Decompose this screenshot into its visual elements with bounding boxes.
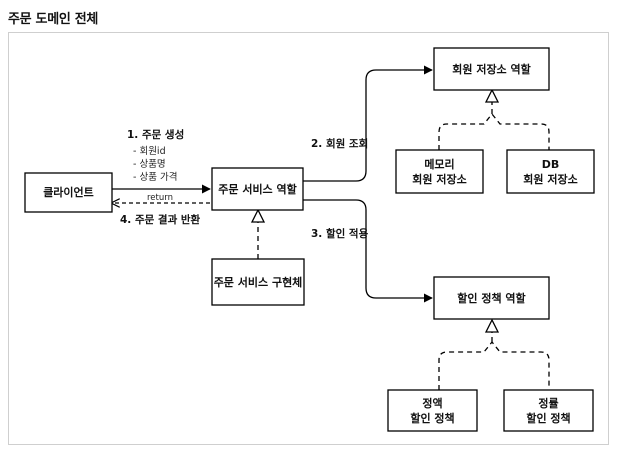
edge-realize-discount [438, 340, 550, 390]
edge-create-order-label: 1. 주문 생성 [127, 128, 184, 141]
node-order-service-impl-label: 주문 서비스 구현체 [214, 275, 303, 289]
node-memory-repo-line1: 메모리 [424, 157, 454, 171]
node-db-member-repository: DB 회원 저장소 [506, 149, 595, 194]
realization-arrow-order-service [250, 208, 266, 223]
edge-apply-discount-label: 3. 할인 적용 [311, 227, 369, 240]
node-memory-member-repository: 메모리 회원 저장소 [395, 149, 484, 194]
realization-arrow-discount [484, 318, 500, 333]
node-memory-repo-line2: 회원 저장소 [412, 172, 466, 186]
node-member-repository-role: 회원 저장소 역할 [433, 47, 550, 91]
edge-param-item-price: - 상품 가격 [133, 171, 177, 183]
edge-lookup-member [303, 65, 433, 182]
node-rate-discount-policy: 정률 할인 정책 [503, 389, 594, 432]
edge-apply-discount [303, 199, 433, 303]
node-client-label: 클라이언트 [43, 185, 94, 199]
diagram-frame [8, 32, 609, 445]
edge-realize-member-repo [438, 112, 550, 150]
realization-arrow-member-repo [484, 88, 500, 103]
edge-param-member-id: - 회원id [133, 146, 166, 157]
node-db-repo-line1: DB [542, 158, 560, 171]
node-order-service-role: 주문 서비스 역할 [211, 167, 304, 211]
edge-return-label: return [147, 193, 173, 203]
node-fixed-discount-line2: 할인 정책 [410, 411, 454, 425]
edge-return-result-label: 4. 주문 결과 반환 [120, 213, 201, 226]
node-db-repo-line2: 회원 저장소 [523, 172, 577, 186]
node-member-repository-role-label: 회원 저장소 역할 [452, 62, 531, 76]
node-discount-policy-role-label: 할인 정책 역할 [457, 291, 525, 305]
node-fixed-discount-line1: 정액 [422, 396, 442, 410]
node-order-service-impl: 주문 서비스 구현체 [211, 258, 305, 306]
node-rate-discount-line2: 할인 정책 [526, 411, 570, 425]
node-discount-policy-role: 할인 정책 역할 [433, 276, 550, 320]
page-title: 주문 도메인 전체 [8, 12, 99, 27]
node-client: 클라이언트 [24, 172, 113, 213]
node-order-service-role-label: 주문 서비스 역할 [218, 182, 297, 196]
edge-lookup-member-label: 2. 회원 조회 [311, 137, 368, 150]
node-rate-discount-line1: 정률 [538, 396, 558, 410]
node-fixed-discount-policy: 정액 할인 정책 [387, 389, 478, 432]
edge-param-item-name: - 상품명 [133, 159, 166, 170]
